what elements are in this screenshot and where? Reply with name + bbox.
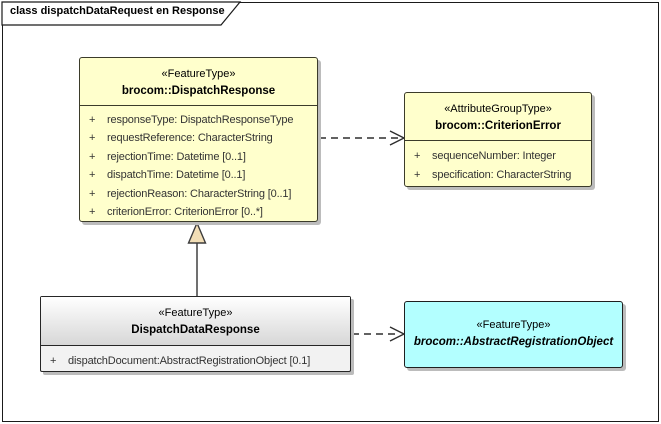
attributes-compartment: + responseType: DispatchResponseType + req… <box>80 106 317 221</box>
attribute-text: responseType: DispatchResponseType <box>107 114 294 126</box>
attribute-text: specification: CharacterString <box>432 169 572 181</box>
attribute-row: + rejectionTime: Datetime [0..1] <box>80 148 317 166</box>
attribute-row: + specification: CharacterString <box>405 166 591 185</box>
dependency-arrow-criterion-error <box>319 130 406 146</box>
visibility-public: + <box>89 114 96 126</box>
visibility-public: + <box>89 132 96 145</box>
attribute-text: rejectionTime: Datetime [0..1] <box>107 150 246 163</box>
class-header: «AttributeGroupType» brocom::CriterionEr… <box>405 93 591 141</box>
stereotype-label: «AttributeGroupType» <box>444 103 552 115</box>
generalization-arrow <box>187 221 207 296</box>
title-tab-shape <box>1 1 242 26</box>
attribute-text: rejectionReason: CharacterString [0..1] <box>107 187 292 200</box>
class-header: «FeatureType» brocom::AbstractRegistrati… <box>405 302 622 367</box>
class-box-abstract-registration-object: «FeatureType» brocom::AbstractRegistrati… <box>404 301 623 368</box>
visibility-public: + <box>414 150 421 162</box>
attribute-row: + criterionError: CriterionError [0..*] <box>80 203 317 221</box>
diagram-title: class dispatchDataRequest en Response <box>10 5 225 17</box>
class-header: «FeatureType» brocom::DispatchResponse <box>80 58 317 106</box>
attribute-text: criterionError: CriterionError [0..*] <box>107 206 263 219</box>
attribute-text: sequenceNumber: Integer <box>432 150 556 162</box>
class-box-criterion-error: «AttributeGroupType» brocom::CriterionEr… <box>404 92 592 187</box>
attributes-compartment: + sequenceNumber: Integer + specification:… <box>405 141 591 185</box>
class-box-dispatch-data-response: «FeatureType» DispatchDataResponse + disp… <box>40 296 351 372</box>
stereotype-label: «FeatureType» <box>158 307 233 319</box>
visibility-public: + <box>89 150 96 163</box>
visibility-public: + <box>414 169 421 181</box>
attribute-text: requestReference: CharacterString <box>107 132 273 145</box>
attribute-row: + requestReference: CharacterString <box>80 129 317 147</box>
generalization-triangle-icon <box>187 221 207 244</box>
class-box-dispatch-response: «FeatureType» brocom::DispatchResponse +… <box>79 57 318 222</box>
class-name: brocom::DispatchResponse <box>121 85 276 97</box>
class-header: «FeatureType» DispatchDataResponse <box>41 297 350 346</box>
class-name: DispatchDataResponse <box>131 324 260 336</box>
attribute-row: + sequenceNumber: Integer <box>405 147 591 166</box>
visibility-public: + <box>50 355 57 367</box>
class-name: brocom::CriterionError <box>435 120 561 132</box>
attribute-row: + dispatchTime: Datetime [0..1] <box>80 166 317 184</box>
visibility-public: + <box>89 206 96 219</box>
dependency-arrow-abstract-registration-object <box>352 326 406 342</box>
stereotype-label: «FeatureType» <box>476 319 551 331</box>
class-name: brocom::AbstractRegistrationObject <box>413 336 614 348</box>
visibility-public: + <box>89 169 96 182</box>
attribute-text: dispatchDocument:AbstractRegistrationObj… <box>68 355 311 367</box>
attribute-row: + rejectionReason: CharacterString [0..1] <box>80 185 317 203</box>
attribute-text: dispatchTime: Datetime [0..1] <box>107 169 246 182</box>
attribute-row: + dispatchDocument:AbstractRegistrationOb… <box>41 352 350 370</box>
visibility-public: + <box>89 187 96 200</box>
attribute-row: + responseType: DispatchResponseType <box>80 111 317 129</box>
stereotype-label: «FeatureType» <box>161 68 236 80</box>
attributes-compartment: + dispatchDocument:AbstractRegistrationOb… <box>41 346 350 370</box>
